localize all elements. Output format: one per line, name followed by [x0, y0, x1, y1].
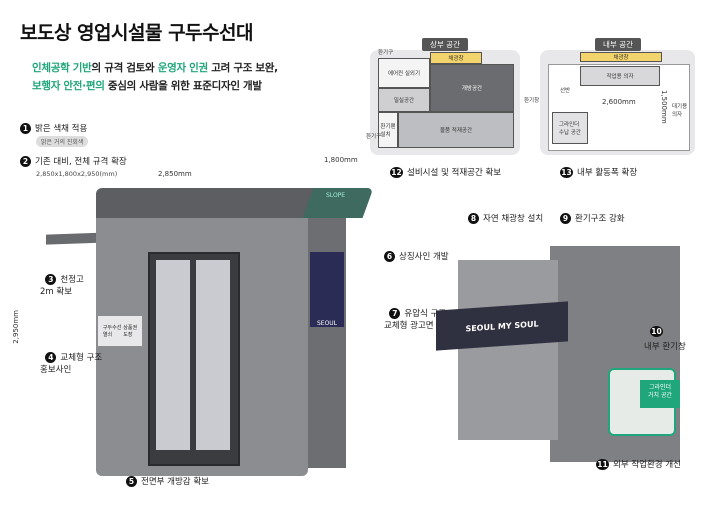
door-glass-left: [156, 260, 190, 450]
slope-label: SLOPE: [326, 192, 346, 199]
inner-skylight: 채광창: [580, 52, 662, 62]
waiting-chair-label: 대기용 의자: [672, 104, 688, 118]
inner-depth-dim: 1,500mm: [660, 90, 668, 124]
depth-dim: 1,800mm: [324, 156, 358, 164]
inner-space-tag: 내부 공간: [595, 38, 641, 51]
feature-10: 10: [650, 326, 663, 337]
page-title: 보도상 영업시설물 구두수선대: [20, 22, 253, 44]
upper-space-plan: 상부 공간 에어컨 실외기 채광창 밀실공간 개방공간 환기팬 설치 물품 적재…: [366, 38, 520, 155]
inner-width-dim: 2,600mm: [602, 98, 636, 106]
feature-1-note: 밝은 거의 진회색: [36, 136, 89, 147]
storage-room: 물품 적재공간: [398, 112, 514, 148]
open-room: 개방공간: [430, 64, 514, 112]
feature-2-note: 2,850x1,800x2,950(mm): [36, 170, 118, 178]
vent-label-1: 환기구: [378, 50, 394, 56]
door-glass-right: [196, 260, 230, 450]
height-dim: 2,950mm: [12, 310, 20, 344]
front-door: [148, 252, 240, 466]
fan-room: 환기팬 설치: [378, 112, 398, 148]
rear-booth-illustration: SEOUL MY SOUL 그라인더 거치 공간: [436, 240, 680, 470]
subtitle-line-2: 보행자 안전·편의 중심의 사람을 위한 표준디자인 개발: [32, 80, 262, 92]
seoul-sign: SEOUL: [310, 252, 344, 327]
feature-10-label: 내부 환기창: [644, 342, 686, 352]
vent-label-2: 환기구: [366, 134, 382, 140]
upper-space-tag: 상부 공간: [422, 38, 468, 51]
closed-room: 밀실공간: [378, 88, 430, 112]
vent-window-label: 환기창: [524, 98, 540, 104]
grinder-label: 그라인더 거치 공간: [640, 380, 680, 408]
rear-booth-side: [458, 260, 558, 440]
ac-room: 에어컨 실외기: [378, 58, 430, 88]
booth-roof: [96, 188, 326, 218]
subtitle-line-1: 인체공학 기반의 규격 검토와 운영자 인권 고려 구조 보완,: [32, 62, 278, 74]
skylight: 채광창: [430, 52, 482, 64]
width-dim: 2,850mm: [158, 170, 192, 178]
inner-space-plan: 내부 공간 채광창 작업용 의자 그라인더 수납 공간 선반 환기창 대기용 의…: [524, 38, 695, 155]
grinder-storage: 그라인더 수납 공간: [552, 112, 588, 144]
shelf-label: 선반: [560, 88, 571, 94]
work-chair: 작업용 의자: [580, 66, 660, 86]
